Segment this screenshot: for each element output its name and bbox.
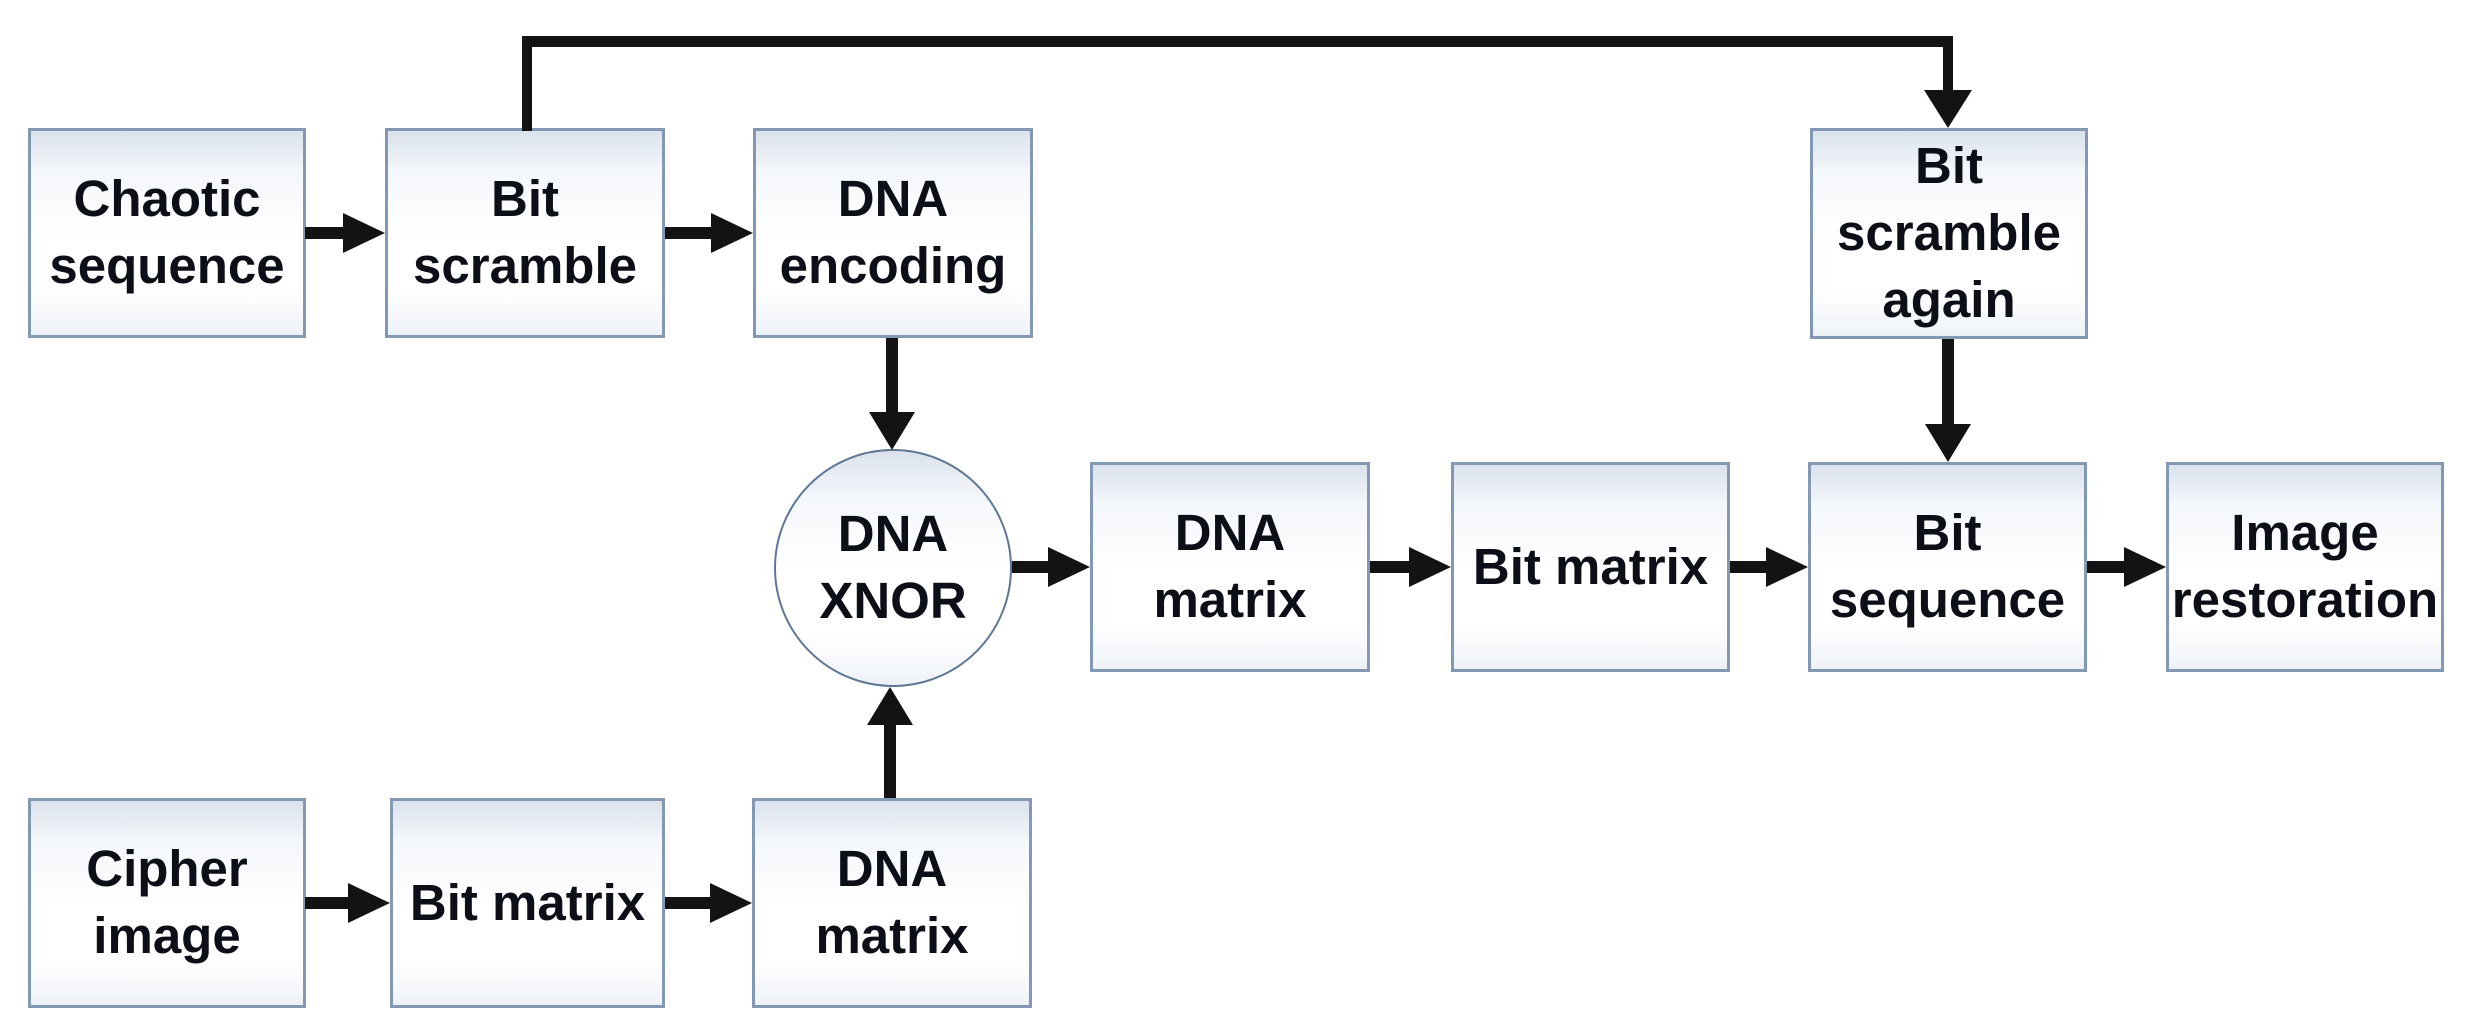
- connector-dnamatrix-to-bitmatrix: [1370, 547, 1451, 587]
- node-chaotic-sequence: Chaotic sequence: [28, 128, 306, 338]
- connector-dnamatrixbottom-to-dnaxnor: [867, 687, 913, 798]
- connector-elbow-arrowhead: [1924, 90, 1972, 128]
- connector-bitmatrix-to-bitsequence: [1730, 547, 1808, 587]
- node-bit-matrix-middle: Bit matrix: [1451, 462, 1730, 672]
- connector-elbow-horizontal: [522, 36, 1953, 47]
- connector-bitmatrix-to-dnamatrix-bottom: [665, 883, 752, 923]
- connector-bitscramble-to-dnaencoding: [665, 213, 753, 253]
- node-bit-scramble: Bit scramble: [385, 128, 665, 338]
- connector-bitsequence-to-imagerestoration: [2087, 547, 2166, 587]
- connector-cipherimage-to-bitmatrix: [305, 883, 390, 923]
- node-image-restoration: Image restoration: [2166, 462, 2444, 672]
- node-dna-encoding: DNA encoding: [753, 128, 1033, 338]
- node-bit-sequence: Bit sequence: [1808, 462, 2087, 672]
- connector-dnaxnor-to-dnamatrix: [1012, 547, 1090, 587]
- connector-elbow-dropper: [1943, 36, 1953, 94]
- node-bit-matrix-bottom: Bit matrix: [390, 798, 665, 1008]
- connector-elbow-riser: [522, 36, 532, 131]
- connector-bitscrambleagain-to-bitsequence: [1925, 339, 1971, 462]
- connector-chaotic-to-bitscramble: [305, 213, 385, 253]
- node-bit-scramble-again: Bit scramble again: [1810, 128, 2088, 339]
- node-dna-xnor-circle: DNA XNOR: [774, 449, 1012, 687]
- node-dna-matrix-middle: DNA matrix: [1090, 462, 1370, 672]
- node-dna-matrix-bottom: DNA matrix: [752, 798, 1032, 1008]
- node-cipher-image: Cipher image: [28, 798, 306, 1008]
- connector-dnaencoding-to-dnaxnor: [869, 338, 915, 450]
